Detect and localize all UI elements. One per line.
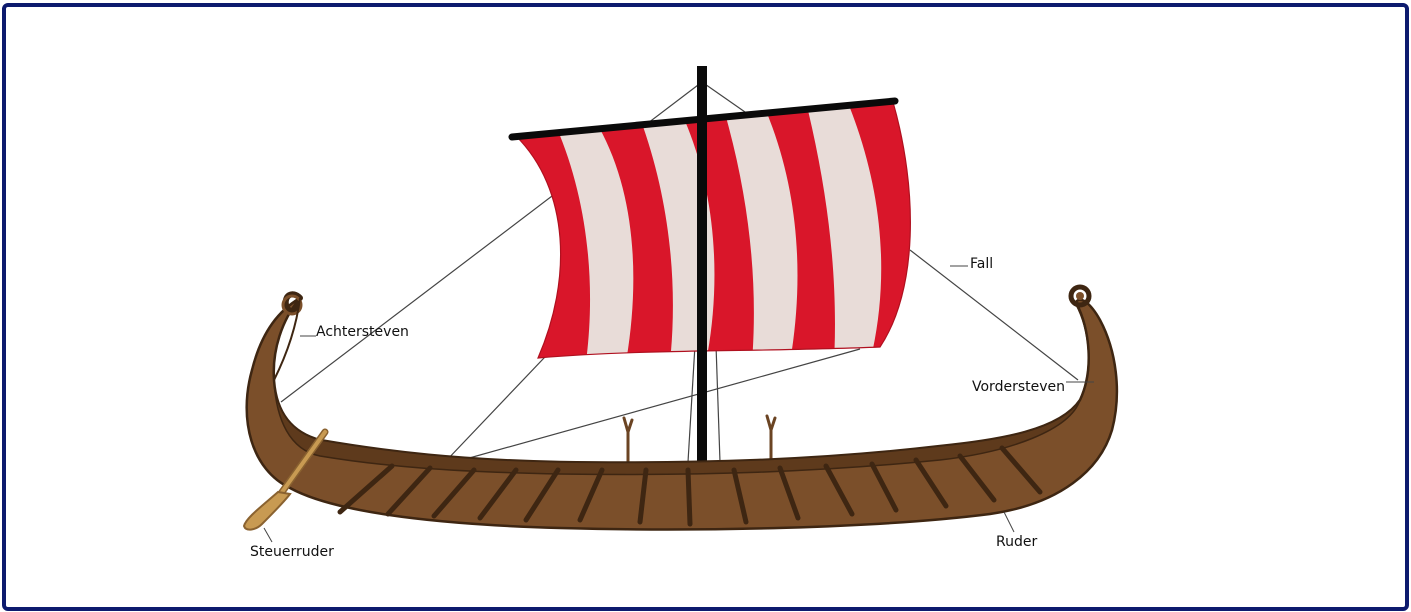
brace-line-right xyxy=(716,345,720,462)
mast xyxy=(697,66,707,464)
leader-steuerruder xyxy=(264,528,272,542)
rigging-line-fall xyxy=(910,250,1078,380)
label-fall: Fall xyxy=(970,256,993,272)
bow-curl-center xyxy=(1076,292,1084,300)
label-vordersteven: Vordersteven xyxy=(972,379,1065,395)
rigging-line-top xyxy=(702,82,745,112)
label-ruder: Ruder xyxy=(996,534,1037,550)
label-achtersteven: Achtersteven xyxy=(316,324,409,340)
leader-ruder xyxy=(1004,512,1014,532)
viking-ship-diagram: Achtersteven Fall Vordersteven Steuerrud… xyxy=(2,3,1409,611)
sheet-line-right xyxy=(455,349,860,462)
oar-slot xyxy=(688,470,690,524)
label-steuerruder: Steuerruder xyxy=(250,544,334,560)
oar-post-left xyxy=(624,418,632,462)
steering-oar-blade xyxy=(244,492,290,530)
oar-post-right xyxy=(767,416,775,460)
diagram-frame: Achtersteven Fall Vordersteven Steuerrud… xyxy=(2,3,1409,611)
brace-line-left xyxy=(688,345,695,462)
